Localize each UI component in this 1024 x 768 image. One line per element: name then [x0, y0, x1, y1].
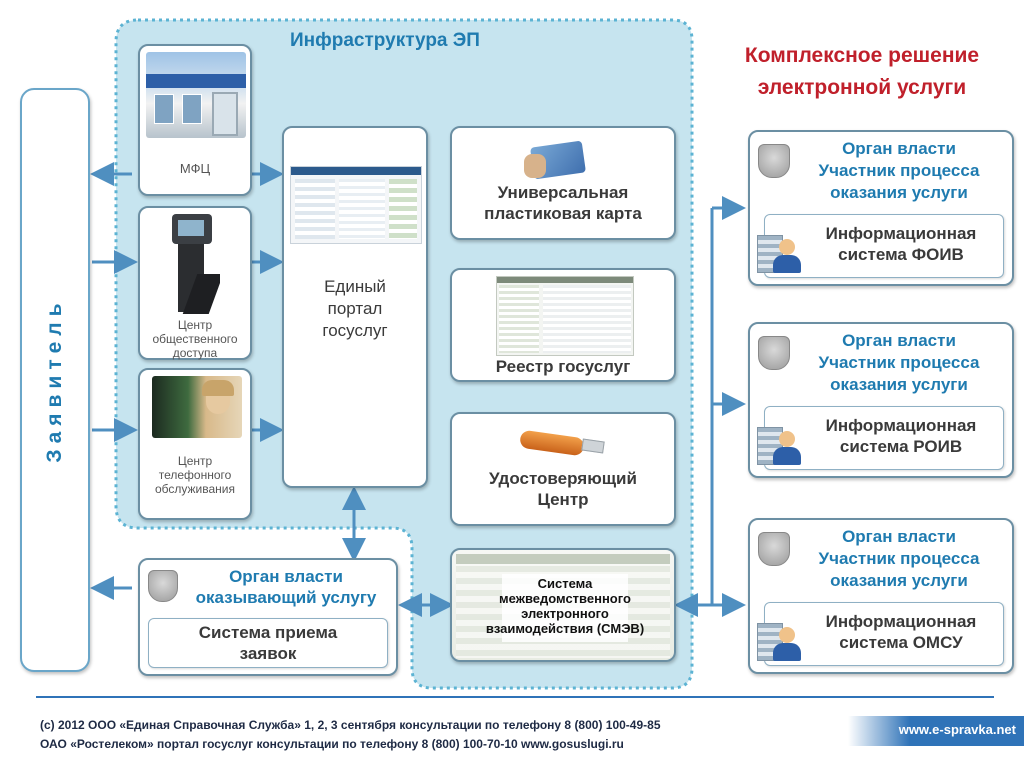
building-user-icon: [757, 423, 801, 467]
smev-box: Система межведомственного электронного в…: [450, 548, 676, 662]
phone-operator-photo: [152, 376, 242, 438]
mfc-box: МФЦ: [138, 44, 252, 196]
footer-site-banner: [848, 716, 1024, 746]
main-title: Комплексное решение электронной услуги: [714, 40, 1010, 104]
main-title-line2: электронной услуги: [757, 76, 967, 99]
phone-center-label: Центр телефонного обслуживания: [154, 454, 236, 496]
plastic-card-label: Универсальная пластиковая карта: [484, 183, 642, 223]
public-access-box: Центр общественного доступа: [138, 206, 252, 360]
plastic-card-icon: [524, 134, 586, 182]
authority-roiv-title: Орган власти Участник процесса оказания …: [818, 331, 980, 394]
coat-of-arms-icon: [758, 336, 790, 370]
building-user-icon: [757, 619, 801, 663]
certification-center-label: Удостоверяющий Центр: [489, 469, 637, 509]
providing-authority-title: Орган власти оказывающий услугу: [195, 567, 377, 607]
coat-of-arms-icon: [758, 144, 790, 178]
omsu-system-box: Информационная система ОМСУ: [757, 602, 1004, 666]
authority-omsu-title: Орган власти Участник процесса оказания …: [818, 527, 980, 590]
roiv-system-box: Информационная система РОИВ: [757, 406, 1004, 470]
authority-omsu-box: Орган власти Участник процесса оказания …: [748, 518, 1014, 674]
coat-of-arms-icon: [148, 570, 178, 602]
application-system-label: Система приема заявок: [198, 623, 338, 663]
applicant-label: Заявитель: [43, 297, 66, 463]
smev-label: Система межведомственного электронного в…: [485, 576, 645, 636]
mfc-label: МФЦ: [179, 161, 211, 176]
usb-token-icon: [514, 422, 614, 466]
phone-center-box: Центр телефонного обслуживания: [138, 368, 252, 520]
portal-box: Единый портал госуслуг: [282, 126, 428, 488]
footer-site-link[interactable]: www.e-spravka.net: [898, 722, 1016, 737]
applicant-box: Заявитель: [20, 88, 90, 672]
foiv-system-label: Информационная система ФОИВ: [825, 224, 977, 264]
coat-of-arms-icon: [758, 532, 790, 566]
smev-label-bg: [502, 574, 628, 642]
footer-line1: (c) 2012 ООО «Единая Справочная Служба» …: [40, 718, 661, 732]
mfc-photo: [146, 52, 246, 138]
foiv-system-box: Информационная система ФОИВ: [757, 214, 1004, 278]
authority-foiv-box: Орган власти Участник процесса оказания …: [748, 130, 1014, 286]
providing-authority-box: Орган власти оказывающий услугу Система …: [138, 558, 398, 676]
main-title-line1: Комплексное решение: [744, 44, 980, 67]
application-system-box: Система приема заявок: [148, 618, 388, 668]
authority-roiv-box: Орган власти Участник процесса оказания …: [748, 322, 1014, 478]
infrastructure-title: Инфраструктура ЭП: [290, 30, 480, 51]
plastic-card-box: Универсальная пластиковая карта: [450, 126, 676, 240]
portal-label: Единый портал госуслуг: [322, 277, 388, 340]
kiosk-icon: [168, 214, 220, 314]
authority-foiv-title: Орган власти Участник процесса оказания …: [818, 139, 980, 202]
public-access-label: Центр общественного доступа: [152, 318, 238, 360]
registry-box: Реестр госуслуг: [450, 268, 676, 382]
roiv-system-label: Информационная система РОИВ: [825, 416, 977, 456]
registry-screenshot: [496, 276, 634, 356]
footer-line2: ОАО «Ростелеком» портал госуслуг консуль…: [40, 737, 624, 751]
building-user-icon: [757, 231, 801, 275]
registry-label: Реестр госуслуг: [495, 357, 631, 376]
footer-text: (c) 2012 ООО «Единая Справочная Служба» …: [40, 716, 840, 754]
omsu-system-label: Информационная система ОМСУ: [825, 612, 977, 652]
certification-center-box: Удостоверяющий Центр: [450, 412, 676, 526]
portal-screenshot: [290, 166, 422, 244]
